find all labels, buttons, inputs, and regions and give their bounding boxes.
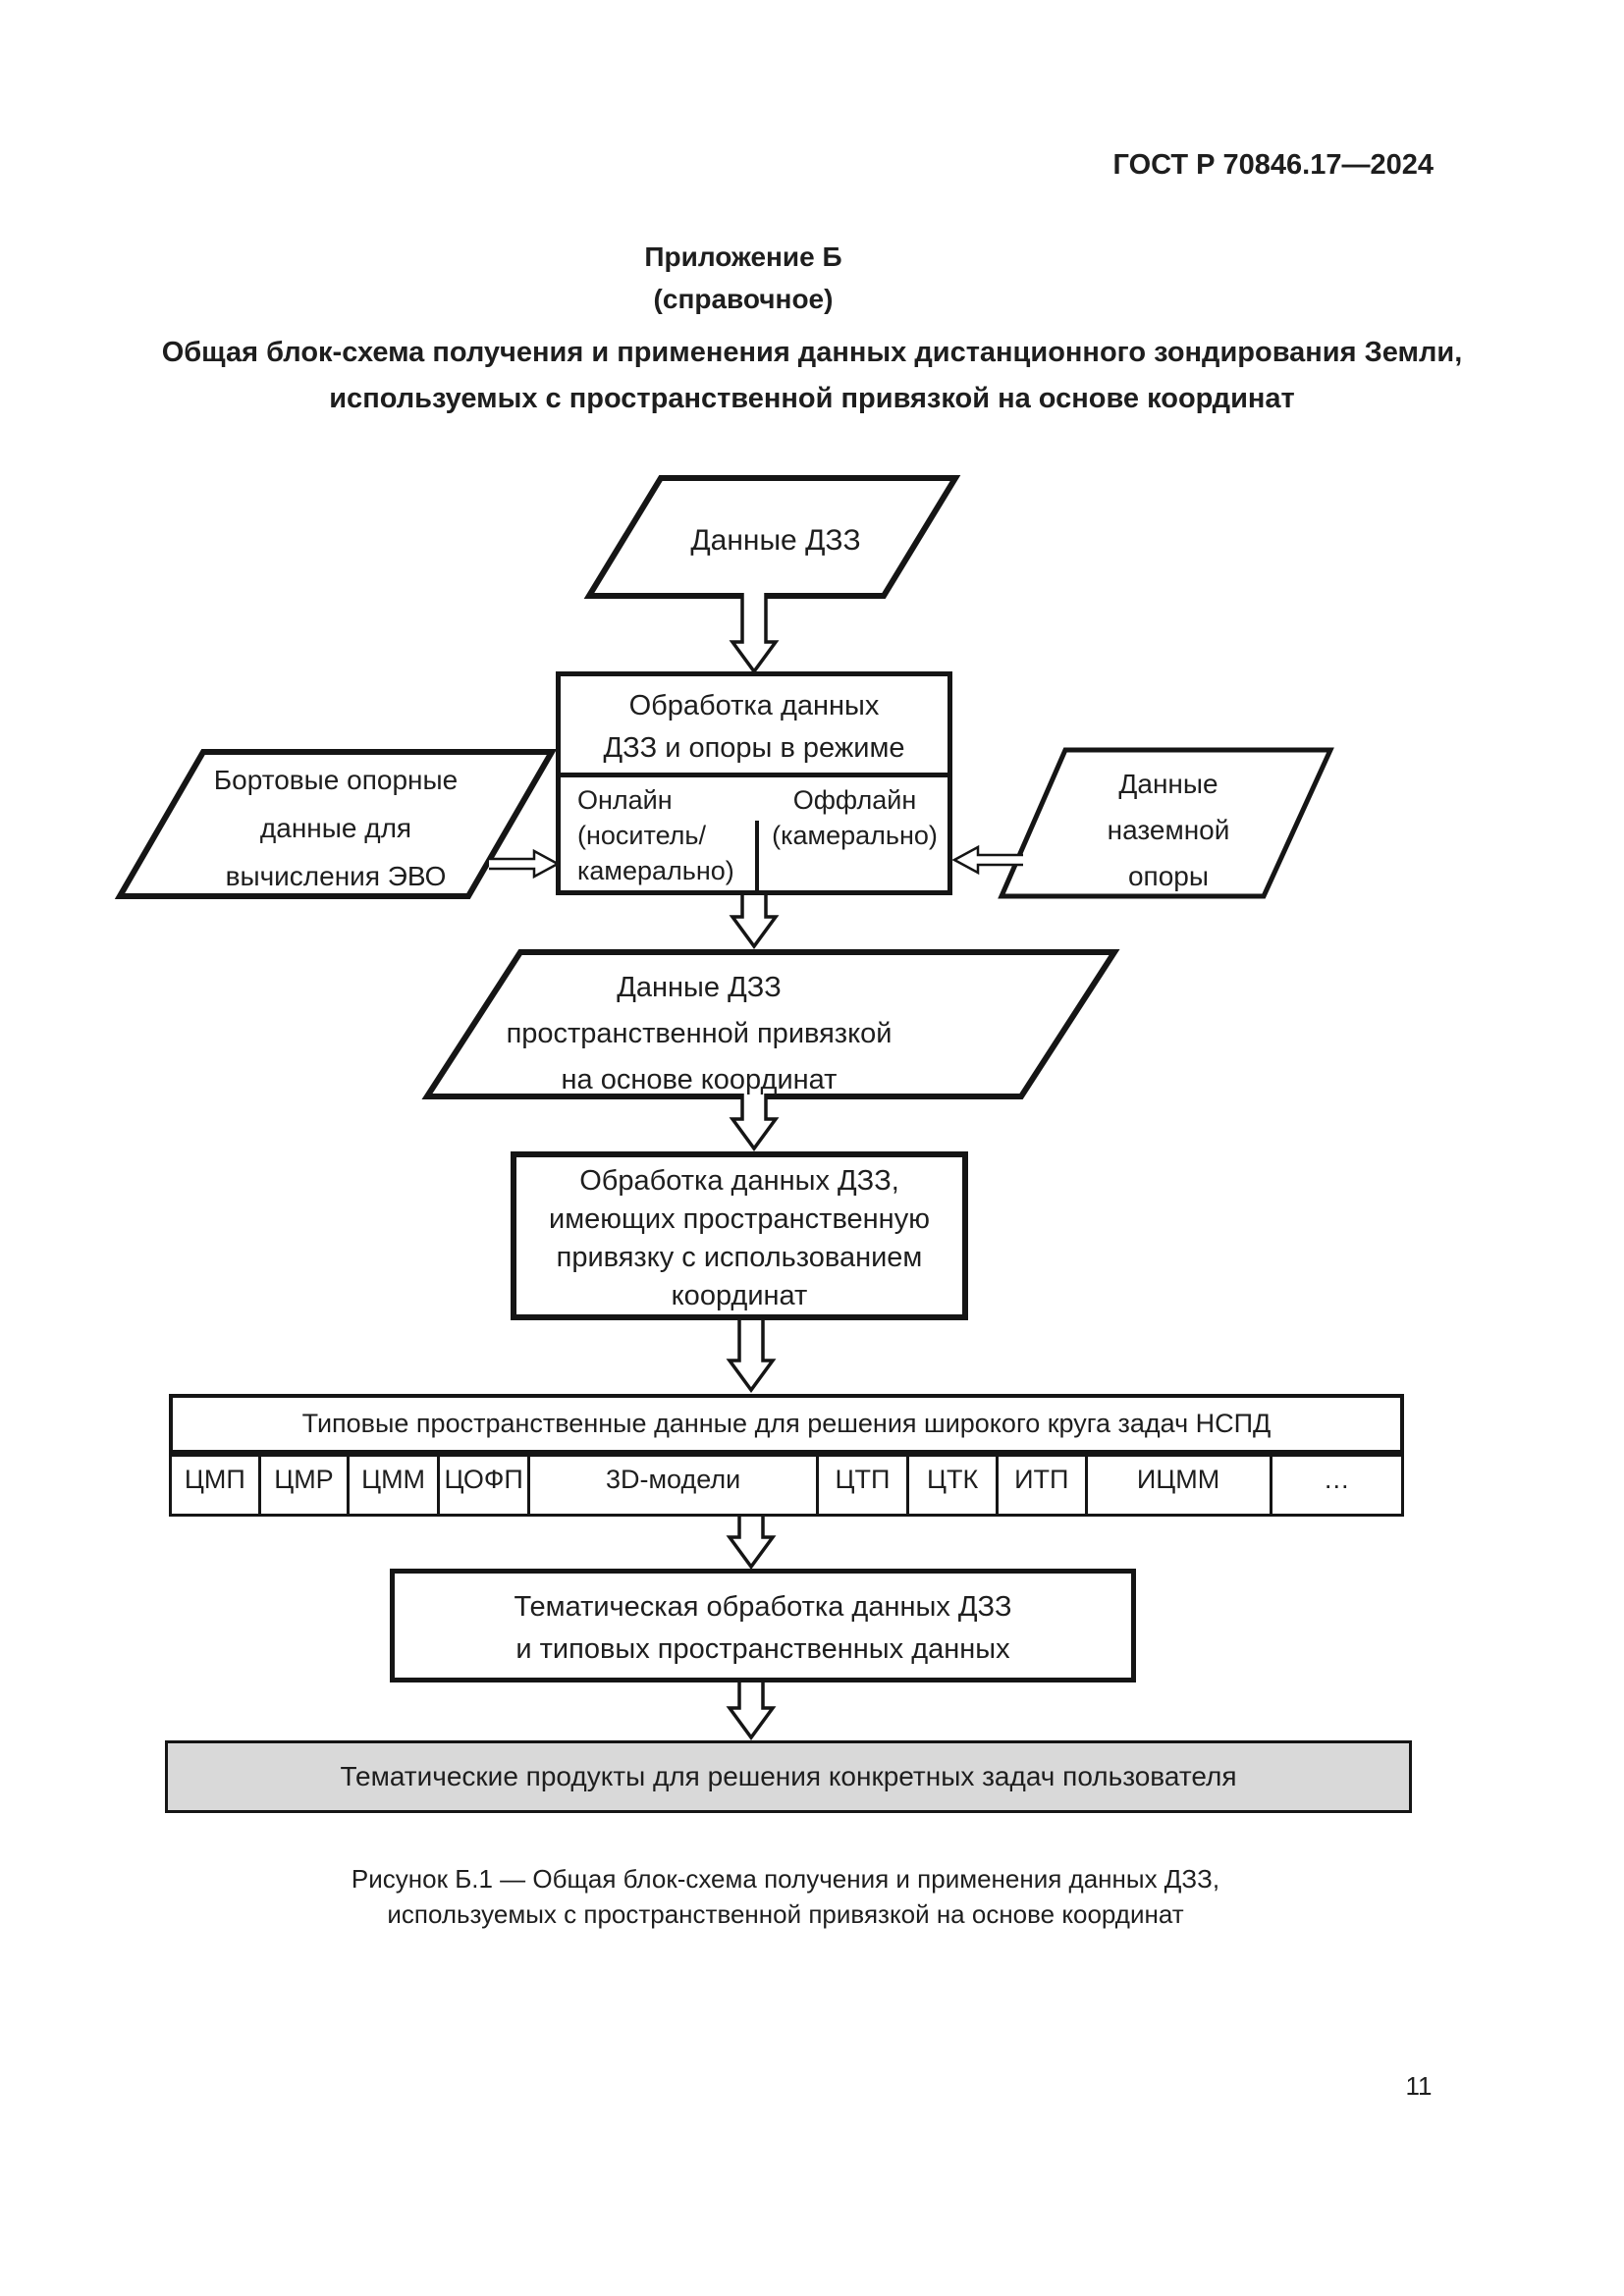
page-number: 11 bbox=[1405, 2071, 1433, 2101]
box1-vertical-divider bbox=[755, 821, 759, 892]
processing-box-1: Обработка данных ДЗЗ и опоры в режиме bbox=[556, 671, 952, 895]
table-cell: ЦМП bbox=[172, 1457, 261, 1514]
table-cell: ЦТП bbox=[819, 1457, 910, 1514]
flow-arrow-down-1 bbox=[729, 593, 780, 674]
online-mode-label: Онлайн (носитель/ камерально) bbox=[577, 785, 734, 885]
flow-arrow-down-5 bbox=[726, 1514, 777, 1570]
flow-arrow-down-6 bbox=[726, 1679, 777, 1740]
thematic-processing-box: Тематическая обработка данных ДЗЗ и типо… bbox=[390, 1569, 1136, 1682]
doc-title-line2: используемых с пространственной привязко… bbox=[329, 383, 1295, 414]
onboard-data-label: Бортовые опорные данные для вычисления Э… bbox=[213, 765, 459, 891]
doc-title-line1: Общая блок-схема получения и применения … bbox=[161, 337, 1463, 368]
figure-caption-line1: Рисунок Б.1 — Общая блок-схема получения… bbox=[351, 1864, 1220, 1894]
appendix-title: Приложение Б bbox=[644, 241, 842, 272]
table-cell: … bbox=[1323, 1465, 1350, 1494]
appendix-block: Приложение Б (справочное) bbox=[0, 236, 1487, 320]
appendix-subtitle: (справочное) bbox=[653, 284, 834, 314]
processing-box-1-title: Обработка данных ДЗЗ и опоры в режиме bbox=[603, 690, 905, 764]
offline-mode-label: Оффлайн (камерально) bbox=[772, 785, 938, 850]
thematic-processing-text: Тематическая обработка данных ДЗЗ и типо… bbox=[514, 1591, 1012, 1665]
ground-data-label: Данные наземной опоры bbox=[1107, 769, 1230, 891]
table-cell: ЦТК bbox=[909, 1457, 999, 1514]
processing-box-2-text: Обработка данных ДЗЗ, имеющих пространст… bbox=[549, 1165, 930, 1311]
thematic-products-text: Тематические продукты для решения конкре… bbox=[340, 1761, 1237, 1791]
georef-data-label: Данные ДЗЗ пространственной привязкой на… bbox=[506, 972, 893, 1095]
table-cell: ЦММ bbox=[350, 1457, 440, 1514]
flow-arrow-down-4 bbox=[726, 1315, 777, 1393]
doc-title: Общая блок-схема получения и применения … bbox=[0, 330, 1624, 422]
table-cell: ИЦММ bbox=[1088, 1457, 1272, 1514]
table-cell: ИТП bbox=[999, 1457, 1088, 1514]
nspd-table-row: ЦМП ЦМР ЦММ ЦОФП 3D-модели ЦТП ЦТК ИТП И… bbox=[169, 1454, 1404, 1517]
nspd-table-header: Типовые пространственные данные для реше… bbox=[169, 1394, 1404, 1454]
figure-caption: Рисунок Б.1 — Общая блок-схема получения… bbox=[0, 1861, 1571, 1932]
table-cell: ЦМР bbox=[261, 1457, 351, 1514]
thematic-products-box: Тематические продукты для решения конкре… bbox=[165, 1740, 1412, 1813]
dzz-data-label: Данные ДЗЗ bbox=[690, 524, 861, 557]
table-cell: 3D-модели bbox=[530, 1457, 819, 1514]
table-cell: ЦОФП bbox=[440, 1457, 531, 1514]
figure-caption-line2: используемых с пространственной привязко… bbox=[387, 1899, 1184, 1929]
flow-arrow-right bbox=[489, 848, 561, 880]
processing-box-2: Обработка данных ДЗЗ, имеющих пространст… bbox=[511, 1151, 968, 1320]
gost-header: ГОСТ Р 70846.17—2024 bbox=[1112, 149, 1434, 181]
flow-arrow-down-2 bbox=[729, 891, 780, 949]
flow-arrow-left bbox=[951, 844, 1023, 876]
box1-horizontal-divider bbox=[559, 773, 949, 777]
nspd-table-header-text: Типовые пространственные данные для реше… bbox=[301, 1409, 1272, 1438]
